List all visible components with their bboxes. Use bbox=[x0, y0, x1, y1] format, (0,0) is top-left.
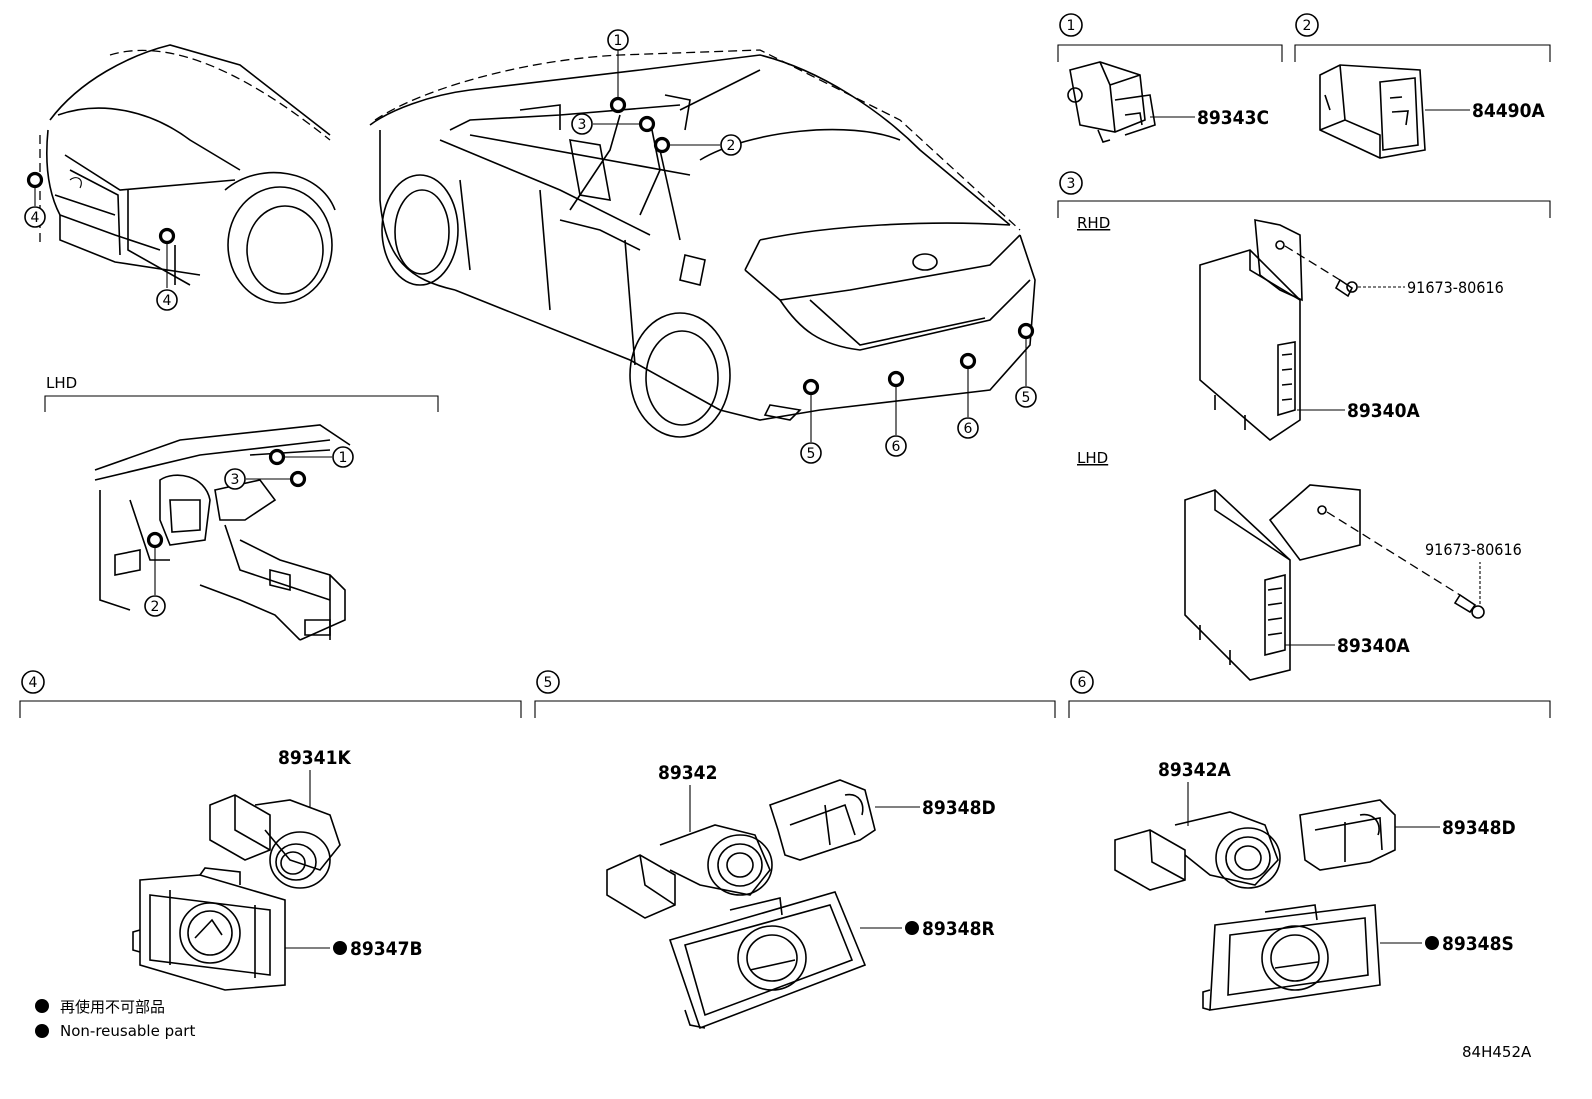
s6-retainer: 89348D bbox=[1442, 817, 1516, 839]
rhd-label: RHD bbox=[1077, 214, 1110, 232]
lhd-label: LHD bbox=[1077, 449, 1108, 467]
lhd-dash-label: LHD bbox=[46, 374, 77, 392]
lhd-dash-view: LHD 1 3 2 bbox=[44, 374, 439, 641]
section-4-marker: 4 bbox=[29, 675, 38, 691]
diagram-code: 84H452A bbox=[1462, 1043, 1532, 1061]
rear-car-view: 1 3 2 5 6 6 5 bbox=[369, 29, 1037, 464]
rhd-ecu: 89340A bbox=[1347, 400, 1420, 422]
section-3-marker: 3 bbox=[1067, 176, 1076, 192]
s5-bezel: 89348R bbox=[922, 918, 995, 940]
callout-1: 1 bbox=[614, 33, 623, 49]
callout-3: 3 bbox=[578, 117, 587, 133]
part-84490A: 84490A bbox=[1472, 100, 1545, 122]
callout-2-lhd: 2 bbox=[151, 599, 160, 615]
s6-sensor: 89342A bbox=[1158, 759, 1231, 781]
legend-jp: 再使用不可部品 bbox=[60, 998, 165, 1016]
s5-sensor: 89342 bbox=[658, 762, 717, 784]
section-4: 4 89341K 89347B bbox=[19, 670, 522, 991]
s4-bezel: 89347B bbox=[350, 938, 423, 960]
legend-en: Non-reusable part bbox=[60, 1022, 195, 1040]
section-1-marker: 1 bbox=[1067, 18, 1076, 34]
callout-2: 2 bbox=[727, 138, 736, 154]
callout-5b: 5 bbox=[1022, 390, 1031, 406]
section-5-marker: 5 bbox=[544, 675, 553, 691]
callout-4b: 4 bbox=[163, 293, 172, 309]
legend: 再使用不可部品 Non-reusable part bbox=[35, 998, 195, 1040]
rhd-bolt: 91673-80616 bbox=[1407, 278, 1504, 297]
section-2-marker: 2 bbox=[1303, 18, 1312, 34]
s5-retainer: 89348D bbox=[922, 797, 996, 819]
section-2: 2 84490A bbox=[1294, 13, 1551, 159]
callout-6a: 6 bbox=[892, 439, 901, 455]
part-89343C: 89343C bbox=[1197, 107, 1269, 129]
callout-1-lhd: 1 bbox=[339, 450, 348, 466]
section-6: 6 89342A 89348D 89348S bbox=[1068, 670, 1551, 1011]
front-corner-view: 4 4 bbox=[24, 44, 336, 311]
callout-6b: 6 bbox=[964, 421, 973, 437]
lhd-bolt: 91673-80616 bbox=[1425, 540, 1522, 559]
s6-bezel: 89348S bbox=[1442, 933, 1514, 955]
section-6-marker: 6 bbox=[1078, 675, 1087, 691]
s4-sensor: 89341K bbox=[278, 747, 351, 769]
callout-5a: 5 bbox=[807, 446, 816, 462]
section-5: 5 89342 89348D 89348R bbox=[534, 670, 1056, 1030]
section-1: 1 89343C bbox=[1057, 13, 1283, 143]
callout-3-lhd: 3 bbox=[231, 472, 240, 488]
callout-4a: 4 bbox=[31, 210, 40, 226]
section-3: 3 RHD 91673-80616 89340A LHD 91673-80616 bbox=[1057, 171, 1551, 681]
lhd-ecu: 89340A bbox=[1337, 635, 1410, 657]
